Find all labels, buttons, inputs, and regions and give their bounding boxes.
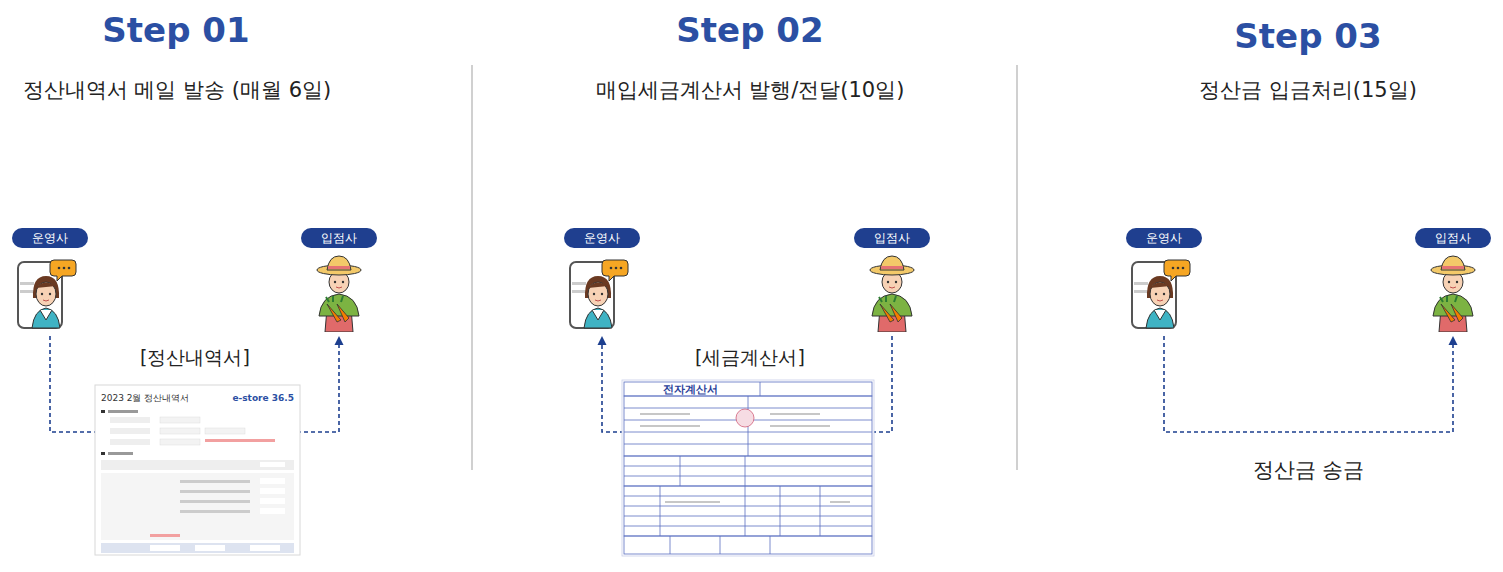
document-caption: [세금계산서]: [695, 346, 805, 369]
statement-document: [95, 385, 300, 555]
column-divider: [1016, 65, 1018, 470]
step-title: 정산내역서 메일 발송 (매월 6일): [23, 78, 331, 103]
role-badge: 입점사: [1415, 228, 1491, 248]
role-badge-group: 입점사: [1407, 228, 1499, 334]
step-heading: Step 01: [102, 10, 249, 51]
step-title: 매입세금계산서 발행/전달(10일): [596, 78, 905, 103]
role-badge: 운영사: [564, 228, 640, 248]
arrow-head: [598, 336, 607, 345]
operator-figure: [4, 254, 96, 334]
edge-label: 정산금 송금: [1250, 456, 1368, 484]
vendor-figure: [1407, 252, 1499, 332]
arrow-head: [1449, 336, 1458, 345]
operator-figure: [556, 254, 648, 334]
step-heading: Step 03: [1234, 16, 1381, 57]
document-header: 전자계산서: [663, 383, 718, 396]
dashed-connector: [1164, 336, 1458, 432]
vendor-figure: [293, 252, 385, 332]
step-heading: Step 02: [676, 10, 823, 51]
column-divider: [471, 65, 473, 470]
vendor-figure: [846, 252, 938, 332]
document-header: 2023 2월 정산내역서: [101, 393, 189, 404]
document-caption: [정산내역서]: [140, 346, 250, 369]
role-badge: 운영사: [12, 228, 88, 248]
arrow-head: [335, 336, 344, 345]
step-title: 정산금 입금처리(15일): [1199, 78, 1417, 103]
role-badge-group: 입점사: [293, 228, 385, 334]
role-badge: 입점사: [854, 228, 930, 248]
tax-invoice-document: [622, 380, 874, 556]
operator-figure: [1118, 254, 1210, 334]
role-badge-group: 운영사: [1118, 228, 1210, 334]
document-logo: e-store 36.5: [232, 393, 294, 404]
role-badge: 운영사: [1126, 228, 1202, 248]
role-badge-group: 운영사: [556, 228, 648, 334]
role-badge: 입점사: [301, 228, 377, 248]
role-badge-group: 운영사: [4, 228, 96, 334]
role-badge-group: 입점사: [846, 228, 938, 334]
